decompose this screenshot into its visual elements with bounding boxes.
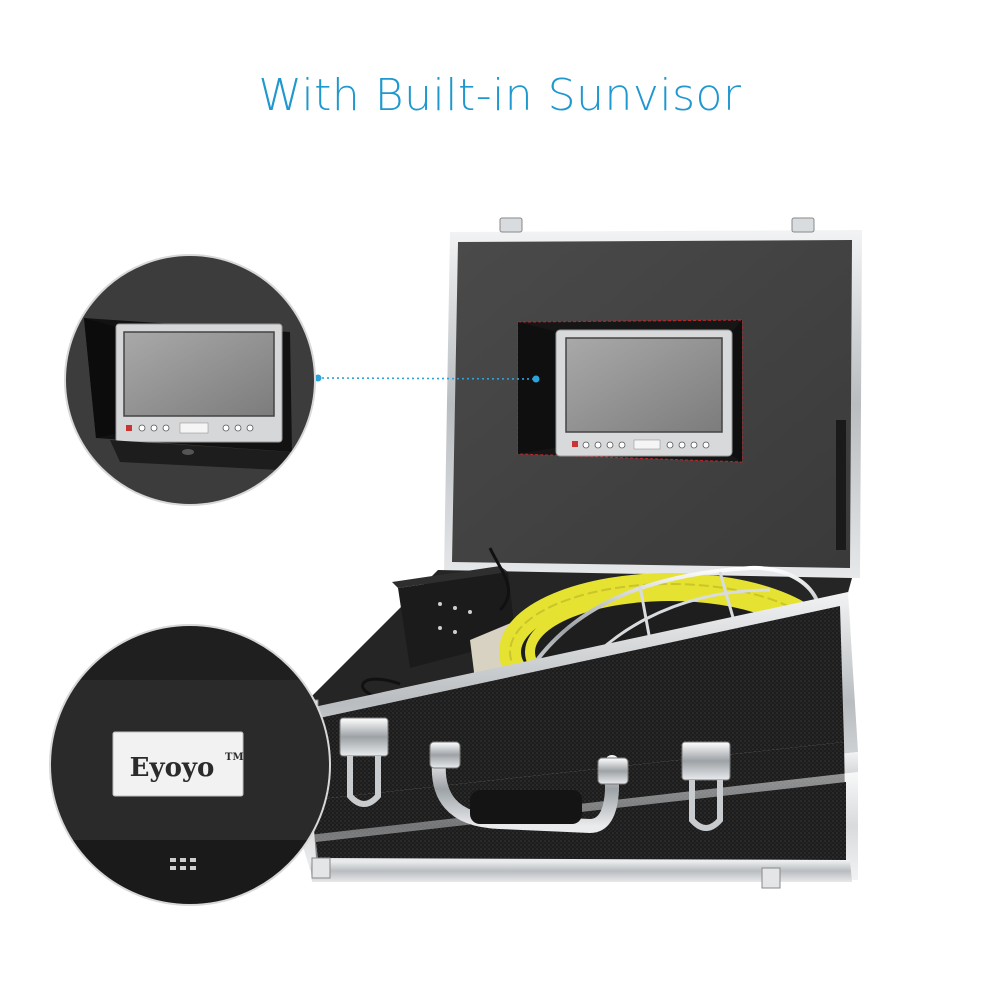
- case-base: [299, 547, 858, 889]
- right-latch: [681, 741, 731, 831]
- zoom-circle-brand-label: Eyoyo TM: [49, 624, 331, 906]
- brand-plate: Eyoyo TM: [112, 731, 244, 797]
- headline: With Built-in Sunvisor: [258, 70, 742, 121]
- brand-trademark: TM: [225, 752, 244, 763]
- zoom-circle-sunvisor: [64, 254, 316, 506]
- case-handle: [429, 741, 629, 834]
- callout-connector: [314, 374, 540, 383]
- brand-logo-text: Eyoyo: [130, 753, 215, 783]
- left-latch: [339, 717, 389, 807]
- monitor-in-lid: [517, 319, 743, 463]
